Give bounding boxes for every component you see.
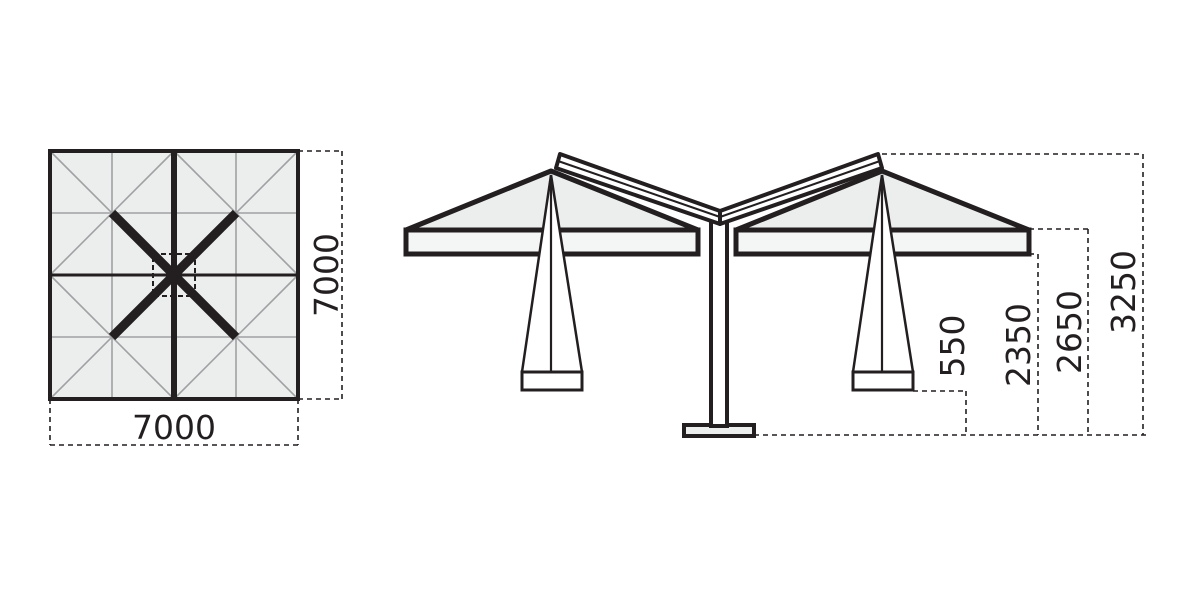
pole: [709, 214, 729, 428]
height-valance-label: 2350: [999, 303, 1038, 387]
height-canopy-edge-label: 2650: [1050, 290, 1089, 374]
height-closed-bottom-label: 550: [933, 315, 972, 378]
closed-bottom-left: [520, 370, 584, 392]
umbrella-left: [403, 168, 701, 392]
elevation-view: 550 2350 2650 3250: [403, 152, 1148, 438]
closed-bottom-right: [851, 370, 915, 392]
plan-depth-label: 7000: [307, 233, 346, 317]
plan-width-label: 7000: [132, 408, 216, 447]
plan-hub: [152, 253, 196, 297]
height-total-label: 3250: [1104, 250, 1143, 334]
umbrella-right: [733, 168, 1032, 392]
plan-view: 7000 7000: [48, 149, 346, 447]
